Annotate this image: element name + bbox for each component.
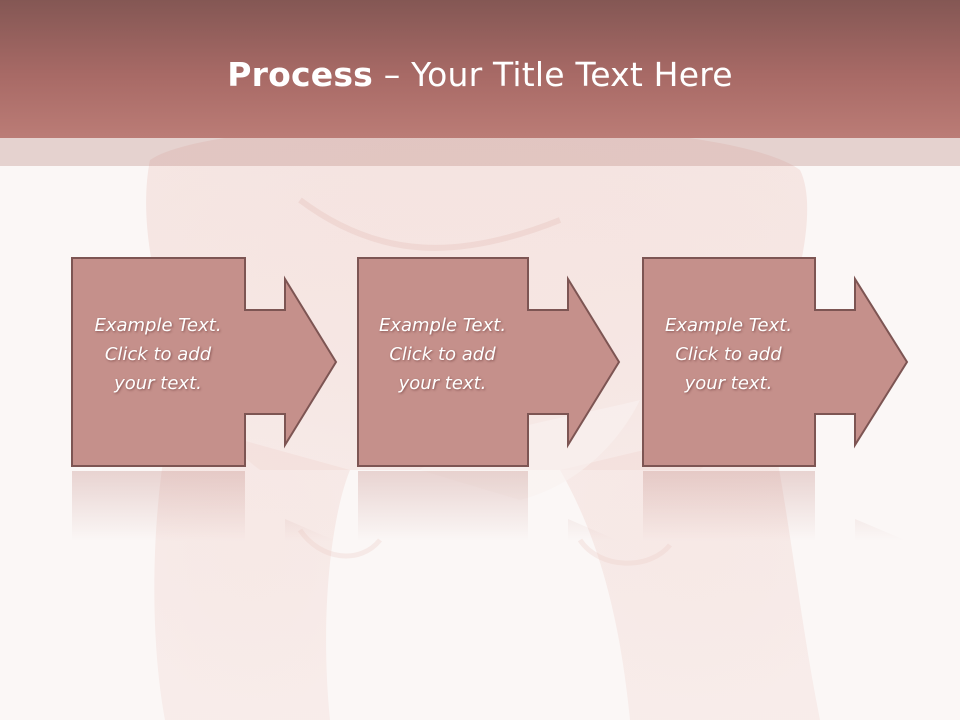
header-band [0,0,960,138]
step-text[interactable]: Example Text. Click to add your text. [357,311,528,398]
step-text-line: Click to add [104,344,212,365]
step-text-line: Example Text. [94,315,222,336]
step-text-line: your text. [114,373,202,394]
step-text-line: Example Text. [378,315,507,336]
step-text-line: your text. [684,373,773,394]
slide-title[interactable]: Process – Your Title Text Here [0,52,960,98]
title-rest: – Your Title Text Here [373,55,733,94]
process-step-1[interactable]: Example Text. Click to add your text. [71,257,343,467]
title-bold: Process [227,55,374,94]
arrow-box-shape [71,257,338,467]
step-text-line: Example Text. [664,315,793,336]
step-text[interactable]: Example Text. Click to add your text. [71,311,245,398]
step-reflection [643,471,907,541]
arrow-box-shape [642,257,909,467]
step-reflection [72,471,336,541]
step-reflection [358,471,619,541]
step-text-line: Click to add [675,344,782,365]
header-strip [0,138,960,166]
step-text[interactable]: Example Text. Click to add your text. [642,311,815,398]
step-text-line: your text. [398,373,487,394]
arrow-box-shape [357,257,621,467]
process-step-3[interactable]: Example Text. Click to add your text. [642,257,914,467]
step-text-line: Click to add [389,344,496,365]
process-step-2[interactable]: Example Text. Click to add your text. [357,257,629,467]
